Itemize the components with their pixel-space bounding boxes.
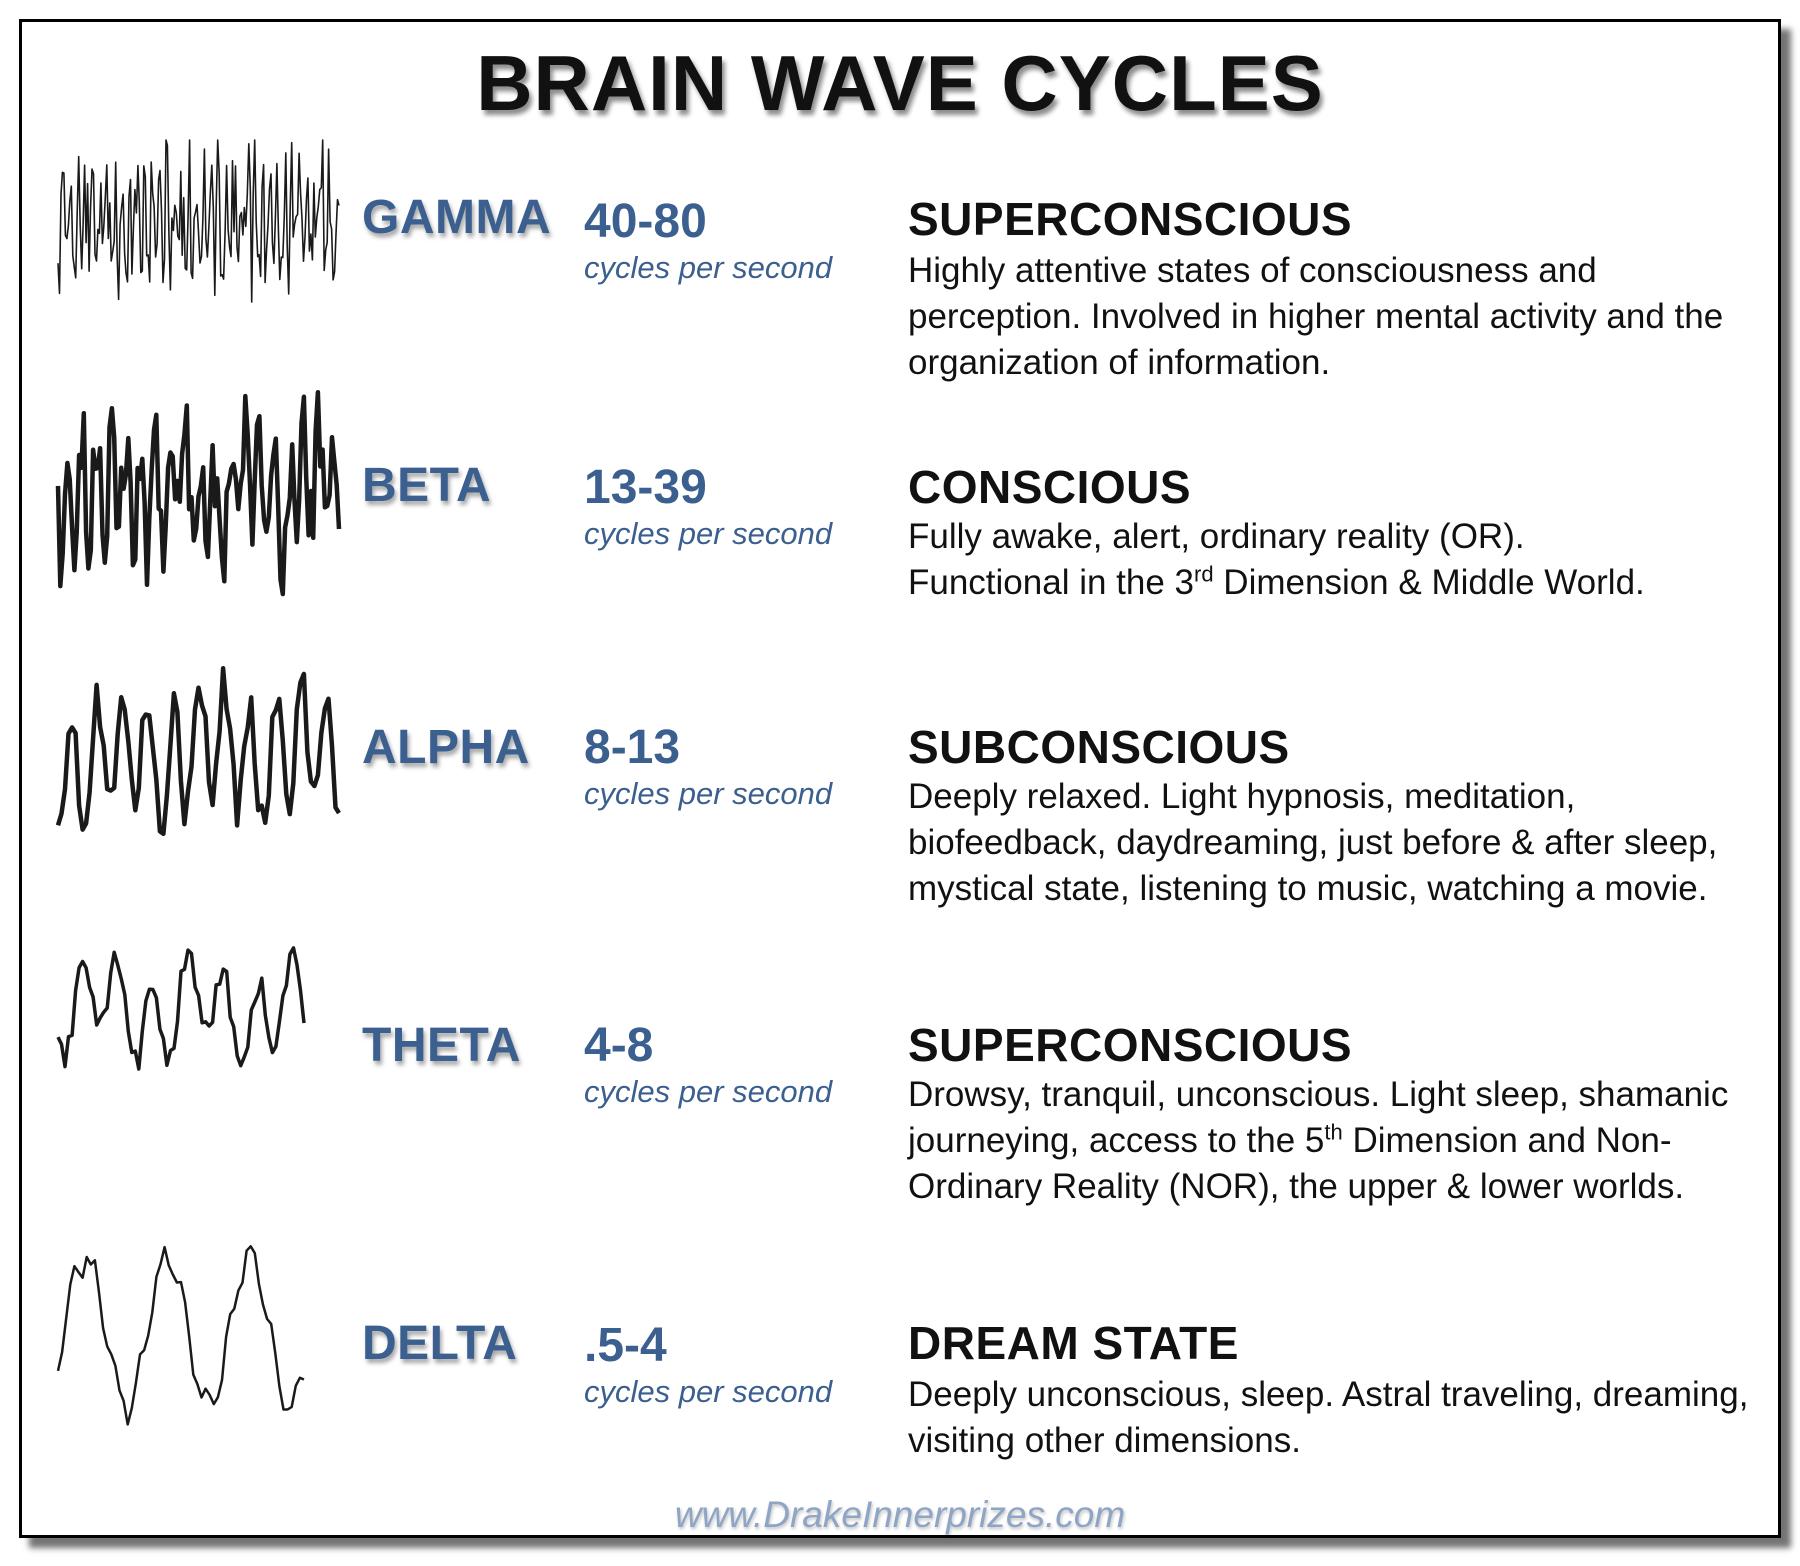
- waveform-line: [56, 1245, 305, 1426]
- frequency-unit: cycles per second: [584, 1374, 833, 1409]
- frequency-unit: cycles per second: [584, 250, 833, 285]
- description-line: Fully awake, alert, ordinary reality (OR…: [908, 517, 1525, 556]
- wave-name: GAMMA: [362, 191, 552, 244]
- state-description: Drowsy, tranquil, unconscious. Light sle…: [908, 1072, 1768, 1210]
- waveform-line: [57, 139, 340, 303]
- description-text: Dimension & Middle World.: [1213, 563, 1645, 602]
- state-description: Deeply unconscious, sleep. Astral travel…: [908, 1375, 1749, 1460]
- wave-row-delta: DELTA .5-4 cycles per second DREAM STATE…: [0, 1234, 1800, 1494]
- frequency-range: .5-4: [584, 1319, 667, 1372]
- ordinal-suffix: rd: [1194, 561, 1214, 587]
- wave-name: DELTA: [362, 1317, 518, 1370]
- alpha-waveform-graphic: [55, 658, 341, 848]
- frequency-range: 13-39: [584, 461, 707, 514]
- state-heading: SUPERCONSCIOUS: [908, 193, 1353, 245]
- state-description: Deeply relaxed. Light hypnosis, meditati…: [908, 777, 1718, 908]
- wave-row-theta: THETA 4-8 cycles per second SUPERCONSCIO…: [0, 930, 1800, 1206]
- waveform-line: [55, 666, 341, 837]
- wave-name: THETA: [362, 1019, 521, 1072]
- delta-waveform-graphic: [56, 1234, 306, 1429]
- state-heading: SUPERCONSCIOUS: [908, 1019, 1353, 1071]
- wave-name: BETA: [362, 459, 492, 512]
- gamma-waveform-graphic: [56, 136, 341, 306]
- frequency-range: 4-8: [584, 1019, 654, 1072]
- frequency-unit: cycles per second: [584, 516, 833, 551]
- wave-name: ALPHA: [362, 721, 530, 774]
- frequency-range: 40-80: [584, 195, 707, 248]
- state-heading: SUBCONSCIOUS: [908, 721, 1290, 773]
- frequency-range: 8-13: [584, 721, 681, 774]
- description-line: Functional in the 3rd Dimension & Middle…: [908, 560, 1768, 606]
- wave-row-beta: BETA 13-39 cycles per second CONSCIOUS F…: [0, 378, 1800, 638]
- state-description: Fully awake, alert, ordinary reality (OR…: [908, 514, 1768, 606]
- ordinal-suffix: th: [1324, 1119, 1343, 1145]
- state-description: Highly attentive states of consciousness…: [908, 251, 1724, 382]
- description-text: Drowsy, tranquil, unconscious. Light sle…: [908, 1075, 1729, 1160]
- wave-row-alpha: ALPHA 8-13 cycles per second SUBCONSCIOU…: [0, 658, 1800, 918]
- theta-waveform-graphic: [56, 930, 306, 1090]
- description-text: Functional in the 3: [908, 563, 1195, 602]
- wave-row-gamma: GAMMA 40-80 cycles per second SUPERCONSC…: [0, 128, 1800, 388]
- website-url: www.DrakeInnerprizes.com: [674, 1494, 1126, 1535]
- state-heading: DREAM STATE: [908, 1317, 1239, 1369]
- frequency-unit: cycles per second: [584, 1074, 833, 1109]
- description-text: Dimension and Non-Ordinary Reality (NOR)…: [908, 1121, 1685, 1206]
- frequency-unit: cycles per second: [584, 776, 833, 811]
- waveform-line: [55, 390, 342, 597]
- beta-waveform-graphic: [55, 378, 342, 598]
- waveform-line: [56, 946, 306, 1071]
- page-title: BRAIN WAVE CYCLES: [476, 39, 1324, 127]
- state-heading: CONSCIOUS: [908, 461, 1192, 513]
